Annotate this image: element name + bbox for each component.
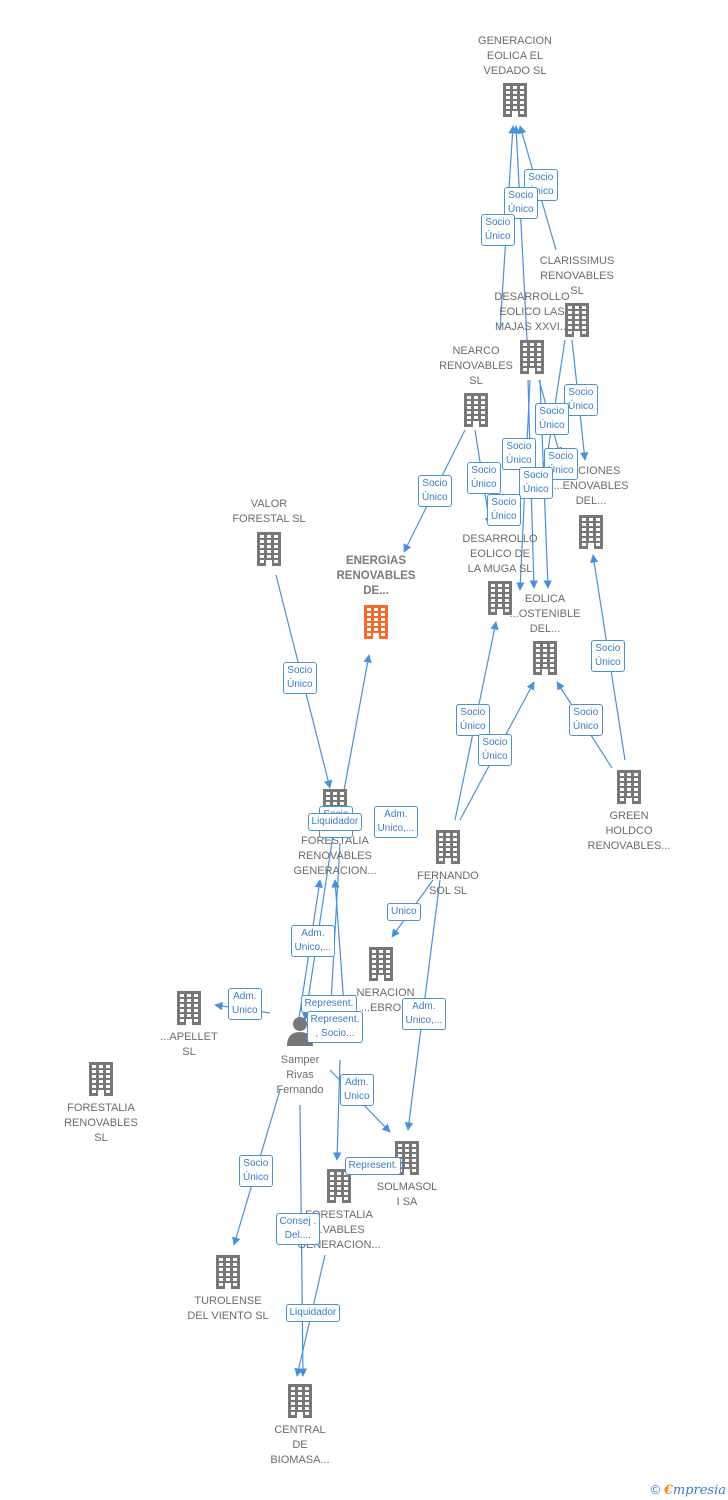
edge-label-24[interactable]: Unico	[387, 903, 421, 921]
brand-logo: €mpresia	[663, 1483, 726, 1498]
edge-label-8[interactable]: Socio Único	[467, 462, 501, 494]
edge-label-12[interactable]: Socio Único	[591, 640, 625, 672]
edge-label-14[interactable]: Socio Único	[478, 734, 512, 766]
edge-label-6[interactable]: Socio Único	[502, 438, 536, 470]
node-label-n9[interactable]: EOLICA ...OSTENIBLE DEL...	[509, 593, 581, 635]
building-icon-n5[interactable]	[578, 515, 604, 554]
node-label-n7[interactable]: ENERGIAS RENOVABLES DE...	[336, 555, 416, 597]
node-label-n1[interactable]: GENERACION EOLICA EL VEDADO SL	[478, 35, 552, 77]
node-label-n11[interactable]: FORESTALIA RENOVABLES GENERACION...	[293, 835, 377, 877]
building-icon-n20[interactable]	[287, 1384, 313, 1423]
edge-label-15[interactable]: Socio Único	[569, 704, 603, 736]
building-icon-n10[interactable]	[616, 770, 642, 809]
edge-2	[512, 125, 528, 341]
edge-label-4[interactable]: Socio Único	[564, 384, 598, 416]
edge-label-30[interactable]: Liquidador	[285, 1304, 341, 1322]
node-label-n3[interactable]: DESARROLLO EOLICO LAS MAJAS XXVI...	[494, 291, 570, 333]
node-label-n17[interactable]: SOLMASOL I SA	[376, 1181, 438, 1208]
node-label-n19[interactable]: TUROLENSE DEL VIENTO SL	[187, 1295, 269, 1322]
node-label-n18[interactable]: FORESTALIA ...VABLES GENERACION...	[297, 1209, 381, 1251]
node-label-n8[interactable]: DESARROLLO EOLICO DE LA MUGA SL	[462, 533, 538, 575]
node-label-n12[interactable]: FERNANDO SOL SL	[417, 870, 479, 897]
edge-label-19[interactable]: Adm. Unico,...	[373, 806, 419, 838]
edge-label-5[interactable]: Socio Único	[535, 403, 569, 435]
node-label-n13[interactable]: ...NERACION ...EBRO	[347, 987, 415, 1014]
edge-label-3[interactable]: Socio Único	[481, 214, 515, 246]
building-icon-n4[interactable]	[463, 393, 489, 432]
edge-label-1[interactable]: Socio Único	[524, 169, 558, 201]
edge-label-25[interactable]: Adm. Unico,...	[401, 998, 447, 1030]
edge-label-11[interactable]: Socio Único	[418, 475, 452, 507]
footer-brand[interactable]: © €mpresia	[651, 1482, 726, 1498]
node-label-n16[interactable]: Samper Rivas Fernando	[276, 1054, 324, 1096]
edge-28	[333, 1059, 342, 1161]
node-label-n2[interactable]: CLARISSIMUS RENOVABLES SL	[539, 255, 615, 297]
node-label-n6[interactable]: VALOR FORESTAL SL	[232, 498, 306, 525]
building-icon-n19[interactable]	[215, 1255, 241, 1294]
edge-label-9[interactable]: Socio Único	[519, 467, 553, 499]
edge-17	[339, 654, 372, 813]
edge-label-16[interactable]: Socio Único	[283, 662, 317, 694]
edge-label-18[interactable]: Liquidador	[307, 813, 363, 831]
edge-label-2[interactable]: Socio Único	[504, 187, 538, 219]
node-label-n4[interactable]: NEARCO RENOVABLES SL	[439, 345, 513, 387]
edge-label-13[interactable]: Socio Único	[456, 704, 490, 736]
node-label-n10[interactable]: GREEN HOLDCO RENOVABLES...	[587, 810, 671, 852]
building-icon-n7[interactable]	[363, 605, 389, 644]
edge-label-27[interactable]: Represent.	[344, 1157, 402, 1175]
building-icon-n14[interactable]	[176, 991, 202, 1030]
node-label-n14[interactable]: ...APELLET SL	[160, 1031, 218, 1058]
building-icon-n3[interactable]	[519, 340, 545, 379]
building-icon-n9[interactable]	[532, 641, 558, 680]
edge-label-21[interactable]: Adm. Unico	[228, 988, 262, 1020]
building-icon-n13[interactable]	[368, 947, 394, 986]
copyright-symbol: ©	[650, 1482, 661, 1497]
edge-label-26[interactable]: Adm. Unico	[340, 1074, 374, 1106]
edge-label-28[interactable]: Socio Único	[239, 1155, 273, 1187]
node-label-n20[interactable]: CENTRAL DE BIOMASA...	[270, 1424, 330, 1466]
edge-label-23[interactable]: Represent. , Socio...	[306, 1011, 364, 1043]
edge-label-20[interactable]: Adm. Unico,...	[290, 925, 336, 957]
building-icon-n8[interactable]	[487, 581, 513, 620]
building-icon-n15[interactable]	[88, 1062, 114, 1101]
building-icon-n12[interactable]	[435, 830, 461, 869]
building-icon-n1[interactable]	[502, 83, 528, 122]
edge-label-10[interactable]: Socio Único	[487, 494, 521, 526]
edge-label-29[interactable]: Consej . Del....	[275, 1213, 321, 1245]
node-label-n15[interactable]: FORESTALIA RENOVABLES SL	[64, 1102, 138, 1144]
building-icon-n2[interactable]	[564, 303, 590, 342]
building-icon-n6[interactable]	[256, 532, 282, 571]
